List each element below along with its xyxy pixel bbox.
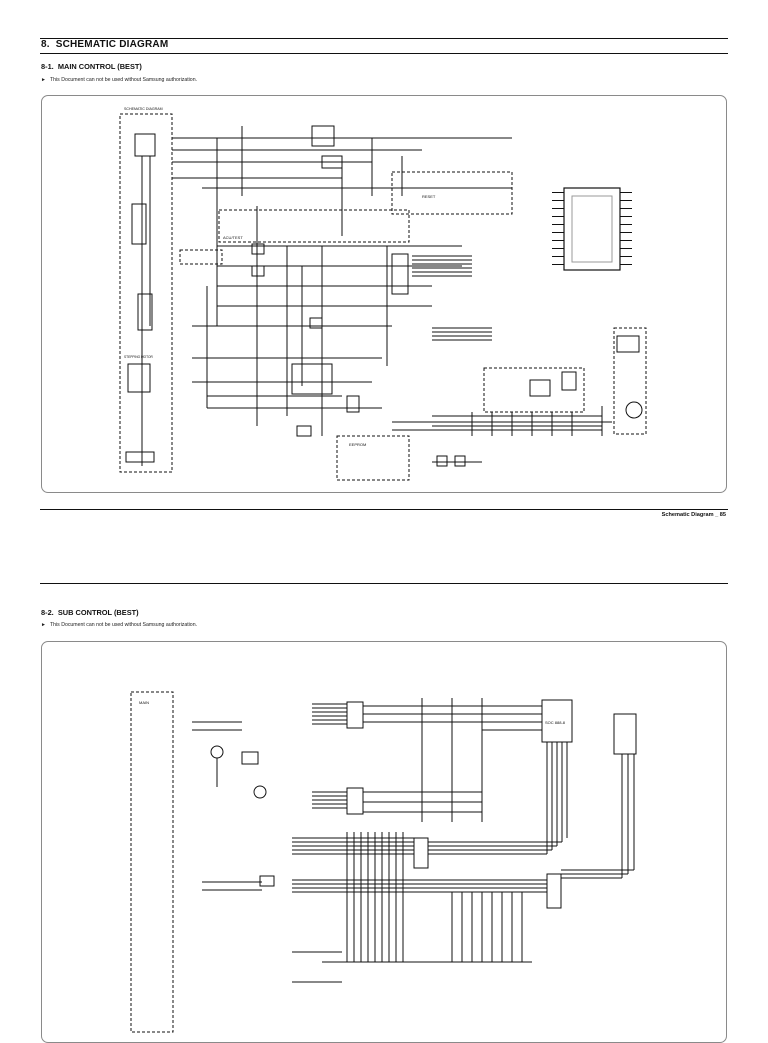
ic-part-label: SOC 888-8 [545, 720, 566, 725]
footer-rule [40, 509, 728, 510]
schematic-title-label: SCHEMATIC DIAGRAM [124, 107, 163, 111]
eeprom-label: EEPROM [349, 442, 366, 447]
sub-control-title: 8-2. SUB CONTROL (BEST) [41, 608, 139, 617]
sub-control-schematic: MAIN SOC 888-8 [41, 641, 727, 1043]
section-title-underline [40, 53, 728, 54]
main-control-schematic-drawing: SCHEMATIC DIAGRAM ACU/TEST RESET EEPROM … [119, 107, 647, 481]
section-title: 8. SCHEMATIC DIAGRAM [41, 39, 169, 50]
sub-control-note: ►This Document can not be used without S… [41, 622, 198, 628]
bullet-arrow-icon: ► [41, 77, 46, 83]
main-control-title: 8-1. MAIN CONTROL (BEST) [41, 62, 142, 71]
main-control-schematic: SCHEMATIC DIAGRAM ACU/TEST RESET EEPROM … [41, 95, 727, 493]
top-rule [40, 38, 728, 39]
acu-test-label: ACU/TEST [223, 235, 243, 240]
second-section-rule [40, 583, 728, 584]
main-control-note: ►This Document can not be used without S… [41, 77, 198, 83]
main-connector-label: MAIN [139, 700, 149, 705]
page-footer: Schematic Diagram _ 85 [661, 512, 726, 518]
bullet-arrow-icon: ► [41, 622, 46, 628]
reset-label: RESET [422, 194, 436, 199]
sub-control-schematic-drawing: MAIN SOC 888-8 [130, 691, 637, 1033]
stepping-motor-label: STEPPING MOTOR [124, 355, 154, 359]
